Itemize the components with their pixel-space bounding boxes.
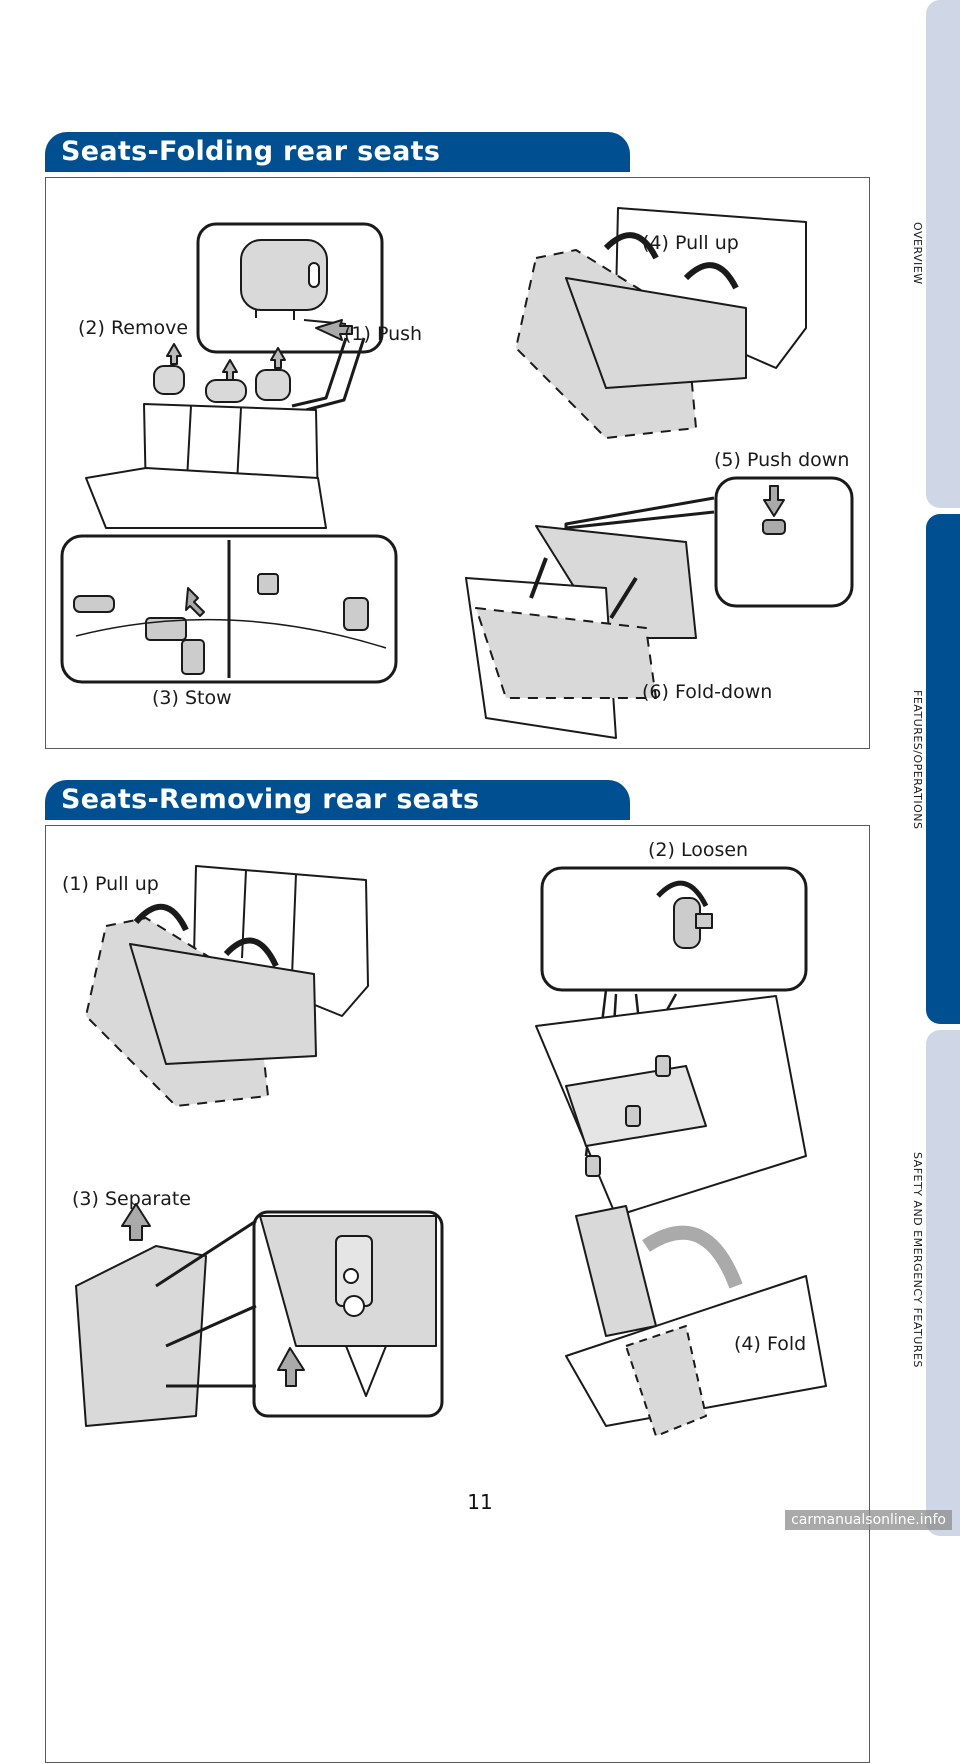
label-push-down: (5) Push down bbox=[714, 449, 850, 471]
side-tab-safety[interactable] bbox=[926, 1030, 960, 1536]
headrest-inset-icon bbox=[240, 239, 328, 311]
side-tab-label-safety: SAFETY AND EMERGENCY FEATURES bbox=[911, 1152, 924, 1368]
section-title-removing: Seats-Removing rear seats bbox=[45, 780, 630, 820]
label-pull-up-2: (1) Pull up bbox=[62, 873, 159, 895]
side-tab-label-overview: OVERVIEW bbox=[911, 222, 924, 285]
removing-figure-frame: (1) Pull up (2) Loosen (3) Separate (4) … bbox=[45, 825, 870, 1763]
label-push: (1) Push bbox=[344, 323, 423, 345]
side-tab-features-operations[interactable] bbox=[926, 514, 960, 1024]
label-remove: (2) Remove bbox=[78, 317, 189, 339]
side-tab-label-features: FEATURES/OPERATIONS bbox=[911, 690, 924, 830]
label-fold: (4) Fold bbox=[734, 1333, 807, 1355]
watermark: carmanualsonline.info bbox=[785, 1510, 952, 1530]
label-loosen: (2) Loosen bbox=[648, 839, 749, 861]
page-number: 11 bbox=[467, 1490, 493, 1514]
side-tab-overview[interactable] bbox=[926, 0, 960, 508]
label-fold-down: (6) Fold-down bbox=[642, 681, 773, 703]
removing-illustration bbox=[75, 865, 827, 1437]
label-stow: (3) Stow bbox=[152, 687, 232, 709]
label-separate: (3) Separate bbox=[72, 1188, 192, 1210]
label-pull-up: (4) Pull up bbox=[642, 232, 739, 254]
folding-figure-frame: (2) Remove (1) Push (4) Pull up (5) Push… bbox=[45, 177, 870, 749]
section-title-folding: Seats-Folding rear seats bbox=[45, 132, 630, 172]
folding-illustration bbox=[60, 207, 854, 739]
